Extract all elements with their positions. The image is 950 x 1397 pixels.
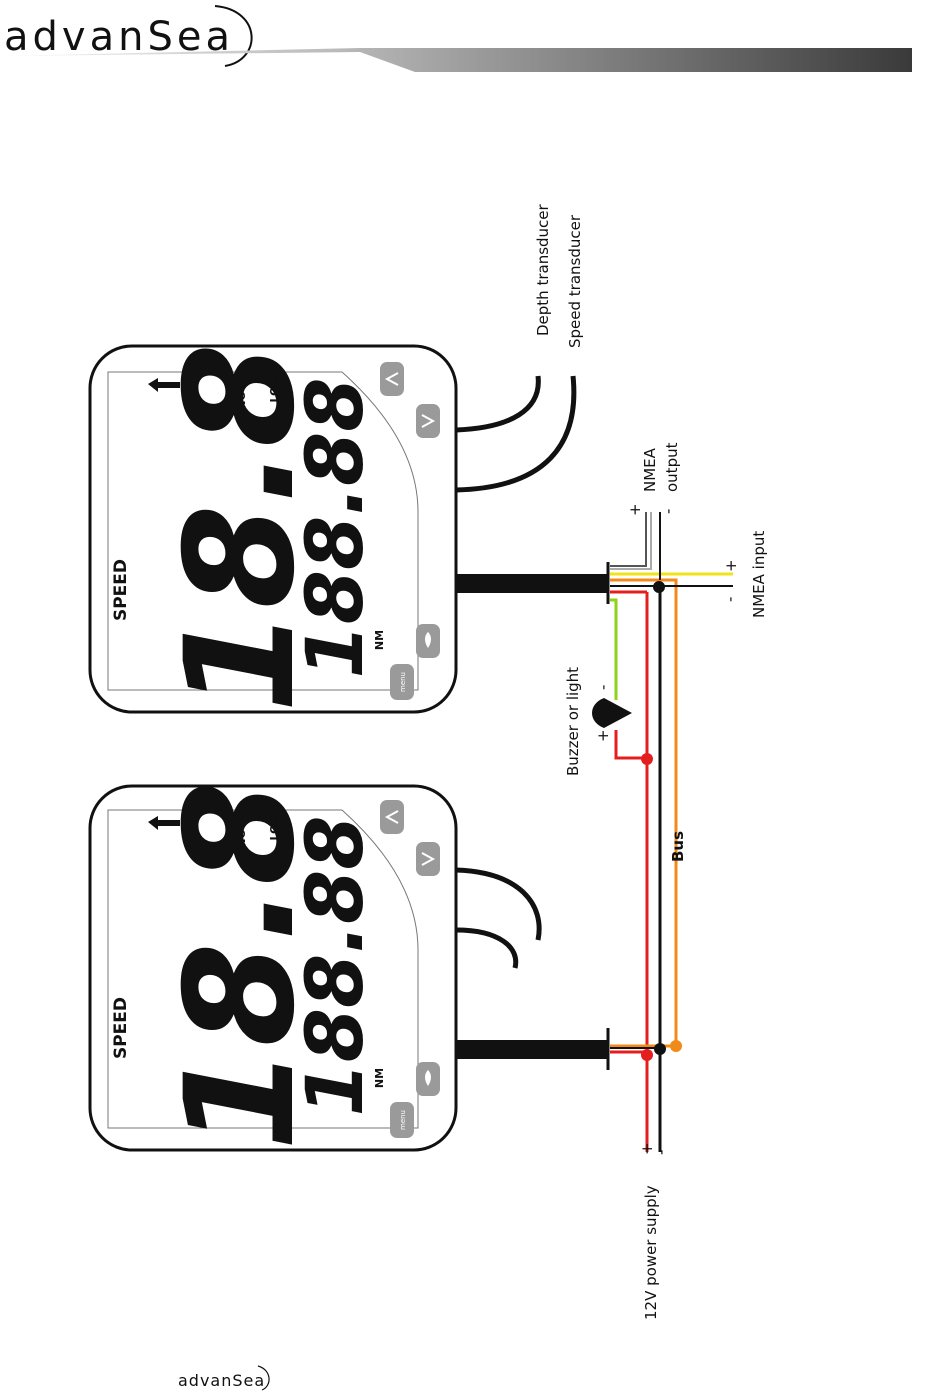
log-readout: 188.88 [291,378,381,679]
knots-label: KNOTS [235,376,248,419]
speed-transducer-cable [456,376,574,490]
bus-cable [456,1040,608,1059]
junction-dot [641,753,653,765]
knots-label: KNOTS [235,814,248,857]
nmea-input-plus-sign: + [722,559,740,572]
nmea-output-label-line1: NMEA [641,447,659,492]
bus-cable [456,574,608,593]
nm-label: NM [373,1068,386,1088]
footer-brand-logo: advanSea [178,1371,265,1390]
junction-dot [641,1049,653,1061]
junction-dot [653,581,665,593]
depth-transducer-label: Depth transducer [534,203,552,336]
buzzer-label: Buzzer or light [564,667,582,776]
transducer-cables [456,376,574,968]
nm-label: NM [373,630,386,650]
down-button[interactable] [416,404,440,438]
light-button[interactable] [416,624,440,658]
menu-button-label: menu [399,1110,407,1130]
menu-button[interactable]: menu [390,664,414,700]
power-supply-label: 12V power supply [642,1185,660,1320]
log-label: LOG [268,378,281,403]
header: advanSea [4,6,912,72]
buzzer-power-wire [616,730,647,758]
junction-dot [654,1043,666,1055]
footer: advanSea [178,1366,269,1390]
nmea-output-minus-sign: - [659,509,677,514]
up-button[interactable] [380,800,404,834]
menu-button[interactable]: menu [390,1102,414,1138]
display-unit-bottom: 18.8 188.88 SPEED KNOTS LOG NM menu [90,781,608,1151]
light-button[interactable] [416,1062,440,1096]
display-unit-top: 18.8 188.88 SPEED KNOTS LOG NM menu [90,343,608,713]
bottom-cable-2 [456,930,516,968]
log-readout: 188.88 [291,816,381,1117]
nmea-output-plus-wire [610,512,646,566]
speed-transducer-label: Speed transducer [566,214,584,348]
buzzer-icon [592,698,632,728]
nmea-output-label-line2: output [663,442,681,492]
log-label: LOG [268,816,281,841]
up-button[interactable] [380,362,404,396]
wiring [592,512,733,1152]
nmea-output-plus-sign: + [626,503,644,516]
nmea-input-minus-sign: - [721,597,739,602]
depth-transducer-cable [456,376,538,430]
bus-label: Bus [669,831,687,862]
buzzer-minus-sign: - [594,685,612,690]
speed-mode-label: SPEED [111,559,131,621]
speed-mode-label: SPEED [111,997,131,1059]
nmea-output-wire-shield [610,512,651,569]
nmea-input-label: NMEA input [750,531,768,618]
junction-dot [670,1040,682,1052]
menu-button-label: menu [399,672,407,692]
down-button[interactable] [416,842,440,876]
buzzer-plus-sign: + [594,729,612,742]
power-minus-sign: - [652,1150,670,1155]
bus-wire [610,580,676,1046]
